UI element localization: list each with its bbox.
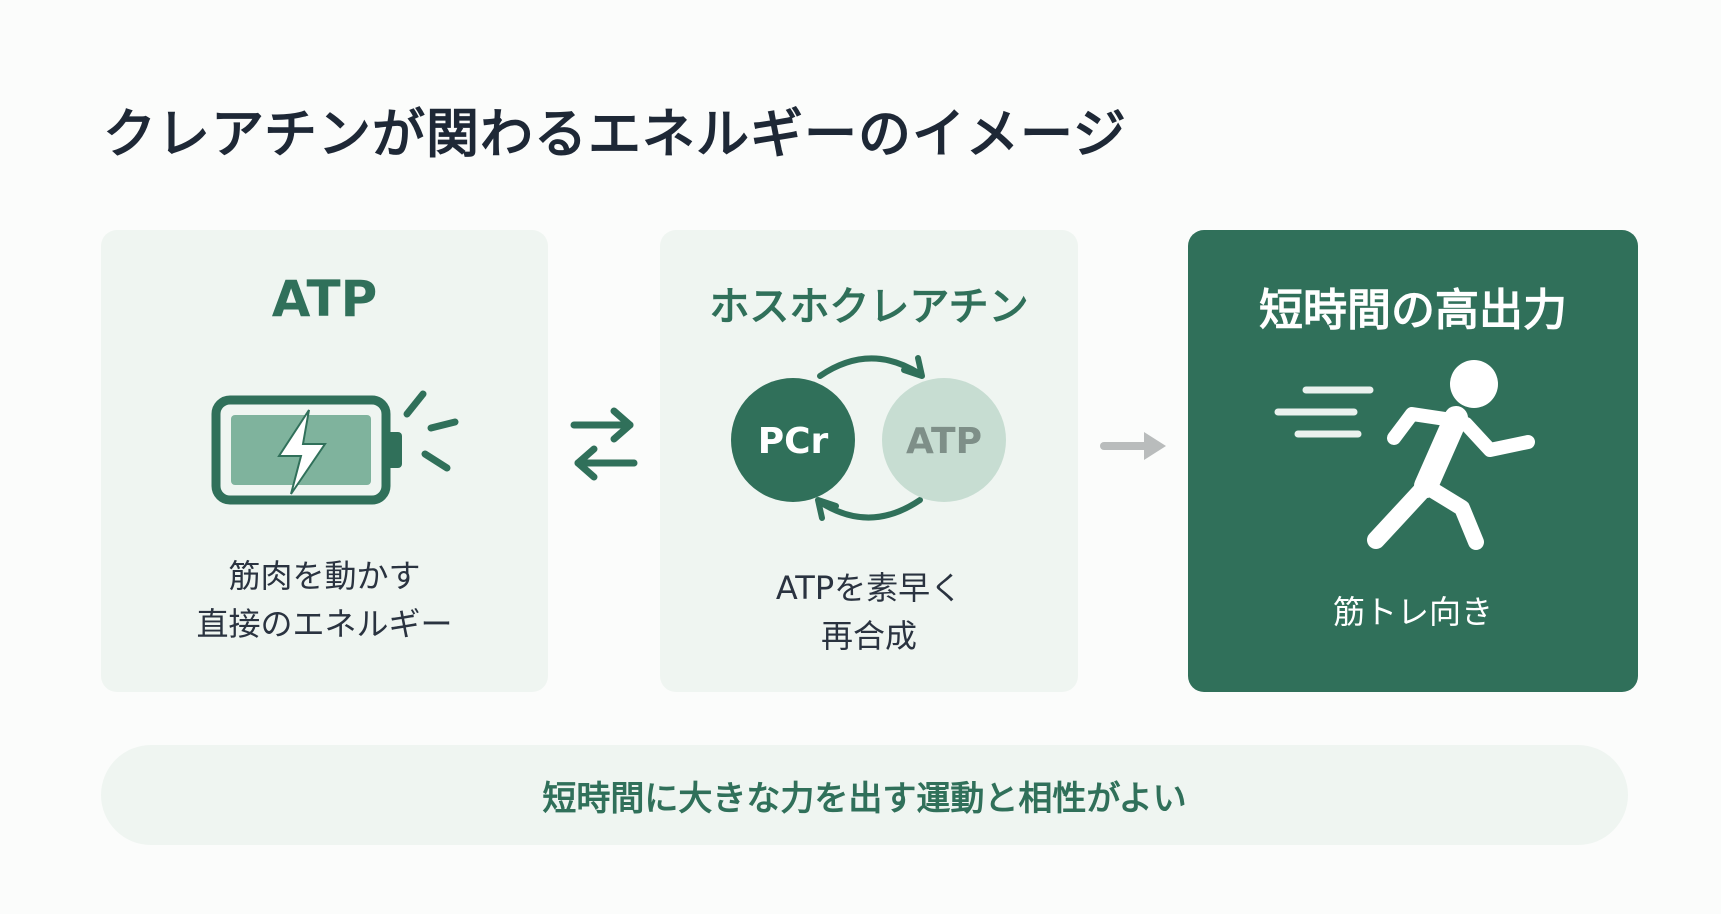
pcr-card-title: ホスホクレアチン [709, 284, 1029, 330]
output-card-title: 短時間の高出力 [1259, 285, 1567, 336]
phosphocreatine-card: ホスホクレアチン PCr ATP ATPを素早く 再合成 [660, 230, 1078, 692]
exchange-arrows-icon [570, 407, 638, 481]
cycle-arrows-icon: PCr ATP [731, 355, 1006, 521]
atp-card-title: ATP [271, 270, 378, 328]
output-card-description: 筋トレ向き [1188, 588, 1638, 636]
high-output-card: 短時間の高出力 筋トレ向き [1188, 230, 1638, 692]
pcr-desc-line-2: 再合成 [820, 617, 917, 655]
right-arrow-icon [1100, 432, 1166, 460]
pcr-card-description: ATPを素早く 再合成 [660, 564, 1078, 660]
atp-desc-line-1: 筋肉を動かす [228, 557, 421, 595]
atp-card: ATP 筋肉を動かす 直接のエネルギー [101, 230, 548, 692]
pcr-desc-line-1: ATPを素早く [775, 569, 963, 607]
atp-circle [882, 378, 1006, 502]
summary-banner: 短時間に大きな力を出す運動と相性がよい [101, 745, 1628, 845]
battery-bolt-icon [211, 390, 459, 505]
atp-desc-line-2: 直接のエネルギー [196, 605, 453, 643]
atp-circle-label: ATP [906, 421, 982, 462]
page-title: クレアチンが関わるエネルギーのイメージ [103, 104, 1127, 165]
pcr-circle-label: PCr [758, 421, 829, 462]
atp-card-description: 筋肉を動かす 直接のエネルギー [101, 552, 548, 648]
summary-banner-text: 短時間に大きな力を出す運動と相性がよい [542, 778, 1187, 819]
pcr-circle [731, 378, 855, 502]
running-person-icon [1274, 360, 1535, 550]
output-desc-line-1: 筋トレ向き [1332, 593, 1493, 631]
